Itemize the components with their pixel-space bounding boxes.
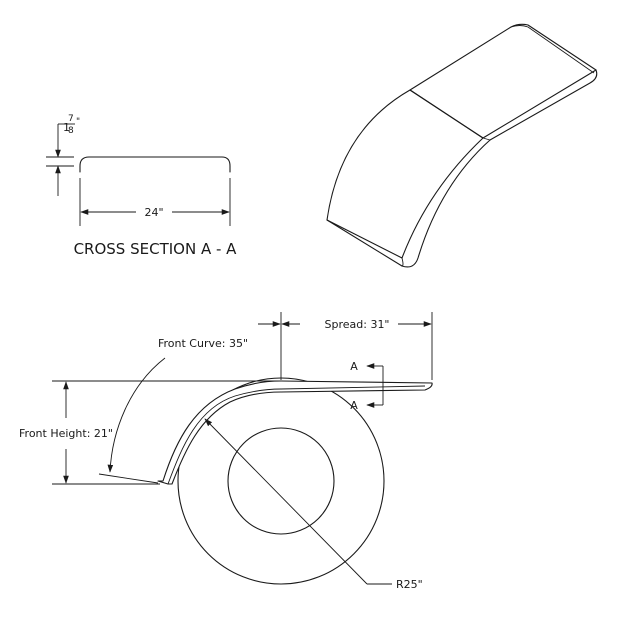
height-denominator: 8 (68, 126, 74, 136)
height-whole: 1 (63, 121, 70, 134)
section-marker-bottom: A (350, 399, 358, 412)
height-numerator: 7 (68, 114, 74, 124)
front-height-label: Front Height: 21" (19, 427, 113, 440)
cross-section-width-label: 24" (144, 206, 163, 219)
radius-label: R25" (396, 578, 423, 591)
cross-section-height-label: 1 7 8 " (63, 114, 80, 136)
fender-side-view: Front Height: 21" Spread: 31" Front Curv… (19, 312, 433, 591)
wheel-inner (227, 427, 335, 535)
spread-label: Spread: 31" (325, 318, 390, 331)
height-unit: " (76, 117, 80, 127)
section-marker-top: A (350, 360, 358, 373)
cross-section-title: CROSS SECTION A - A (74, 240, 238, 258)
front-curve-label: Front Curve: 35" (158, 337, 248, 350)
fender-3d-view (326, 23, 598, 268)
cross-section-view: 1 7 8 " 24" CROSS SECTION A - A (46, 114, 237, 258)
cross-section-profile (79, 156, 231, 173)
fender-profile (157, 380, 433, 485)
